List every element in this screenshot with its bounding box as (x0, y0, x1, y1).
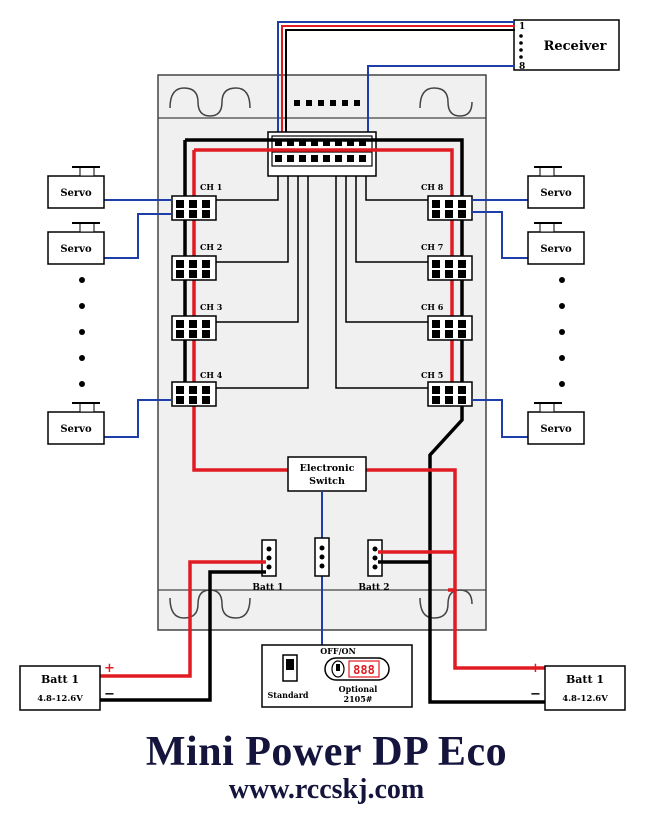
channel-label: CH 3 (200, 302, 223, 312)
batt-port-2 (367, 539, 383, 577)
receiver-pin-1: 1 (519, 22, 525, 32)
off-on-label: OFF/ON (320, 646, 356, 656)
battery-right-minus: − (530, 687, 541, 702)
servo-left-3: Servo (47, 402, 105, 445)
switch-label-line2: Switch (309, 476, 345, 487)
servo-right-2: Servo (527, 222, 585, 265)
channel-connectors (171, 195, 473, 407)
battery-ports: Batt 1 Batt 2 (252, 537, 390, 593)
channel-connector-ch2 (171, 255, 217, 281)
servo-label: Servo (540, 244, 572, 255)
batt-port-1-label: Batt 1 (252, 583, 283, 593)
switch-panel: OFF/ON Standard 888 Optional 2105# (261, 644, 413, 708)
channel-connector-ch7 (427, 255, 473, 281)
battery-left-voltage: 4.8-12.6V (37, 694, 83, 704)
channel-connector-ch1 (171, 195, 217, 221)
servo-right-3: Servo (527, 402, 585, 445)
switch-label-line1: Electronic (300, 463, 355, 474)
servo-leads (104, 199, 528, 438)
channel-connector-ch5 (427, 381, 473, 407)
optional-label: Optional (339, 684, 378, 694)
battery-left-plus: + (104, 661, 115, 676)
servo-label: Servo (60, 188, 92, 199)
svg-text:888: 888 (353, 663, 375, 677)
battery-right: Batt 1 4.8-12.6V + − (530, 661, 626, 711)
optional-switch-icon: 888 (324, 657, 390, 681)
servo-label: Servo (540, 424, 572, 435)
battery-left: Batt 1 4.8-12.6V + − (19, 661, 115, 711)
channel-connector-ch4 (171, 381, 217, 407)
ellipsis-dots (79, 277, 565, 387)
battery-right-plus: + (530, 661, 541, 676)
channel-label: CH 1 (200, 182, 222, 192)
website-url[interactable]: www.rccskj.com (228, 774, 425, 805)
toggle-switch-icon (282, 654, 298, 682)
battery-wires (100, 550, 454, 702)
model-label: 2105# (344, 694, 373, 704)
channel-label: CH 6 (421, 302, 444, 312)
servo-right-1: Servo (527, 166, 585, 209)
battery-left-minus: − (104, 687, 115, 702)
channel-labels: CH 1 CH 2 CH 3 CH 4 CH 8 CH 7 CH 6 CH 5 (200, 182, 444, 380)
receiver: Receiver 1 8 (513, 19, 620, 72)
channel-label: CH 5 (421, 370, 443, 380)
channel-label: CH 2 (200, 242, 222, 252)
battery-left-name: Batt 1 (41, 673, 79, 686)
channel-connector-ch3 (171, 315, 217, 341)
servos: Servo Servo Servo Servo Servo Servo (47, 166, 585, 445)
battery-right-voltage: 4.8-12.6V (562, 694, 608, 704)
servo-left-2: Servo (47, 222, 105, 265)
standard-label: Standard (267, 690, 308, 700)
channel-label: CH 8 (421, 182, 444, 192)
receiver-pin-8: 8 (519, 62, 525, 72)
electronic-switch: Electronic Switch (287, 456, 367, 492)
product-title: Mini Power DP Eco (145, 729, 508, 775)
servo-label: Servo (540, 188, 572, 199)
servo-left-1: Servo (47, 166, 105, 209)
servo-label: Servo (60, 424, 92, 435)
channel-signal-wires (215, 176, 432, 389)
channel-label: CH 4 (200, 370, 223, 380)
receiver-wires (277, 21, 515, 140)
channel-label: CH 7 (421, 242, 443, 252)
switch-port (314, 537, 330, 577)
channel-connector-ch6 (427, 315, 473, 341)
servo-label: Servo (60, 244, 92, 255)
battery-right-name: Batt 1 (566, 673, 604, 686)
receiver-label: Receiver (544, 39, 607, 54)
channel-connector-ch8 (427, 195, 473, 221)
batt-port-1 (261, 539, 277, 577)
batt-port-2-label: Batt 2 (358, 583, 389, 593)
